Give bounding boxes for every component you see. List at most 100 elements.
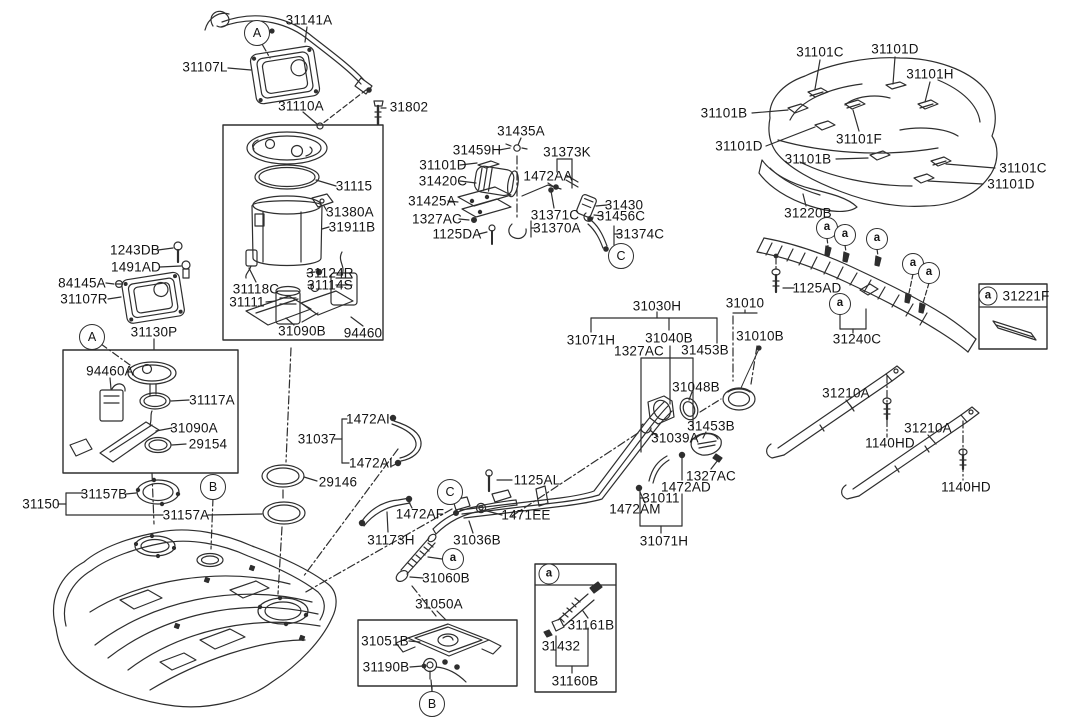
part-label-31039A: 31039A bbox=[651, 430, 699, 446]
callout-B-2: B bbox=[200, 474, 226, 500]
part-label-31011: 31011 bbox=[642, 490, 680, 506]
part-label-31101D: 31101D bbox=[987, 176, 1035, 192]
canister-assembly bbox=[447, 137, 622, 252]
callout-a-6: a bbox=[816, 217, 838, 239]
part-label-1472AI: 1472AI bbox=[346, 411, 390, 427]
part-label-31114S: 31114S bbox=[307, 277, 353, 293]
part-label-1472AI: 1472AI bbox=[349, 455, 393, 471]
callout-a-10: a bbox=[918, 262, 940, 284]
callout-C-5: C bbox=[608, 243, 634, 269]
fuel-tank bbox=[52, 529, 337, 708]
part-label-31161B: 31161B bbox=[567, 617, 615, 633]
part-label-31420C: 31420C bbox=[418, 173, 468, 189]
part-label-31117A: 31117A bbox=[189, 392, 235, 408]
cover-plate-and-fasteners bbox=[105, 241, 191, 324]
part-label-31157B: 31157B bbox=[80, 486, 128, 502]
part-label-1125AD: 1125AD bbox=[792, 280, 842, 296]
part-label-31130P: 31130P bbox=[130, 324, 178, 340]
part-label-94460: 94460 bbox=[343, 325, 383, 341]
part-label-31190B: 31190B bbox=[362, 659, 410, 675]
part-label-1327AC: 1327AC bbox=[412, 211, 462, 227]
fuel-lines bbox=[358, 401, 673, 583]
part-label-1125AL: 1125AL bbox=[513, 472, 561, 488]
part-label-31210A: 31210A bbox=[822, 385, 870, 401]
callout-a-7: a bbox=[834, 224, 856, 246]
callout-a-13: a bbox=[538, 563, 560, 585]
part-label-31107L: 31107L bbox=[182, 59, 228, 75]
part-label-31435A: 31435A bbox=[497, 123, 545, 139]
part-label-31090B: 31090B bbox=[278, 323, 326, 339]
part-label-31160B: 31160B bbox=[551, 673, 599, 689]
part-label-31101B: 31101B bbox=[784, 151, 832, 167]
part-label-31173H: 31173H bbox=[367, 532, 415, 548]
part-label-1472AF: 1472AF bbox=[395, 506, 445, 522]
shield-strip-31221f bbox=[992, 320, 1037, 341]
part-label-31037: 31037 bbox=[297, 431, 337, 447]
breather-pipe bbox=[333, 414, 422, 467]
part-label-31118C: 31118C bbox=[232, 281, 280, 297]
part-label-1472AD: 1472AD bbox=[661, 479, 711, 495]
part-label-31036B: 31036B bbox=[453, 532, 501, 548]
part-label-31432: 31432 bbox=[541, 638, 581, 654]
part-label-1472AA: 1472AA bbox=[523, 168, 573, 184]
part-label-31115: 31115 bbox=[335, 178, 373, 194]
part-label-31157A: 31157A bbox=[162, 507, 210, 523]
callout-a-8: a bbox=[866, 228, 888, 250]
part-label-31090A: 31090A bbox=[170, 420, 218, 436]
part-label-31453B: 31453B bbox=[681, 342, 729, 358]
part-label-31221F: 31221F bbox=[1002, 288, 1050, 304]
part-label-31373K: 31373K bbox=[543, 144, 591, 160]
part-label-31101D: 31101D bbox=[715, 138, 763, 154]
part-label-31010: 31010 bbox=[725, 295, 765, 311]
callout-a-11: a bbox=[829, 293, 851, 315]
part-label-1140HD: 1140HD bbox=[941, 479, 991, 495]
fuel-sender-assembly bbox=[69, 338, 190, 463]
callout-A-1: A bbox=[79, 324, 105, 350]
suction-plate-assembly bbox=[395, 610, 502, 692]
callout-a-14: a bbox=[978, 286, 998, 306]
part-label-31048B: 31048B bbox=[672, 379, 720, 395]
part-label-31101H: 31101H bbox=[906, 66, 954, 82]
filler-neck-assembly bbox=[635, 345, 762, 507]
part-label-31210A: 31210A bbox=[904, 420, 952, 436]
part-label-31220B: 31220B bbox=[784, 205, 832, 221]
fuel-pump-module bbox=[245, 131, 364, 327]
part-label-1243DB: 1243DB bbox=[110, 242, 160, 258]
part-label-31071H: 31071H bbox=[639, 533, 689, 549]
part-label-31101C: 31101C bbox=[999, 160, 1047, 176]
part-label-1491AD: 1491AD bbox=[111, 259, 161, 275]
label-brackets bbox=[590, 309, 758, 534]
heat-shield-band bbox=[756, 237, 977, 353]
tank-straps bbox=[766, 365, 980, 500]
detail-boxes bbox=[62, 124, 1048, 693]
part-label-1327AC: 1327AC bbox=[686, 468, 736, 484]
part-label-31370A: 31370A bbox=[533, 220, 581, 236]
vapor-hose-assembly bbox=[543, 581, 603, 674]
callout-C-4: C bbox=[437, 479, 463, 505]
part-label-94460A: 94460A bbox=[86, 363, 134, 379]
heat-protector bbox=[751, 56, 998, 212]
lock-ring-and-seals bbox=[57, 464, 318, 525]
part-label-31040B: 31040B bbox=[645, 330, 693, 346]
part-label-31380A: 31380A bbox=[326, 204, 374, 220]
part-label-31425A: 31425A bbox=[408, 193, 456, 209]
part-label-31459H: 31459H bbox=[452, 142, 502, 158]
part-label-31124R: 31124R bbox=[306, 265, 354, 281]
part-label-29154: 29154 bbox=[188, 436, 228, 452]
part-label-31453B: 31453B bbox=[687, 418, 735, 434]
callout-A-0: A bbox=[244, 20, 270, 46]
part-label-31240C: 31240C bbox=[832, 331, 882, 347]
part-label-31101B: 31101B bbox=[700, 105, 748, 121]
part-label-31456C: 31456C bbox=[596, 208, 646, 224]
part-label-31141A: 31141A bbox=[285, 12, 333, 28]
part-label-1125DA: 1125DA bbox=[432, 226, 482, 242]
part-label-31010B: 31010B bbox=[736, 328, 784, 344]
part-label-31110A: 31110A bbox=[278, 98, 324, 114]
assembly-axis-lines bbox=[151, 43, 758, 693]
part-label-31060B: 31060B bbox=[422, 570, 470, 586]
part-label-31111: 31111 bbox=[229, 294, 265, 310]
part-label-31050A: 31050A bbox=[415, 596, 463, 612]
part-label-84145A: 84145A bbox=[58, 275, 106, 291]
part-label-1327AC: 1327AC bbox=[614, 343, 664, 359]
